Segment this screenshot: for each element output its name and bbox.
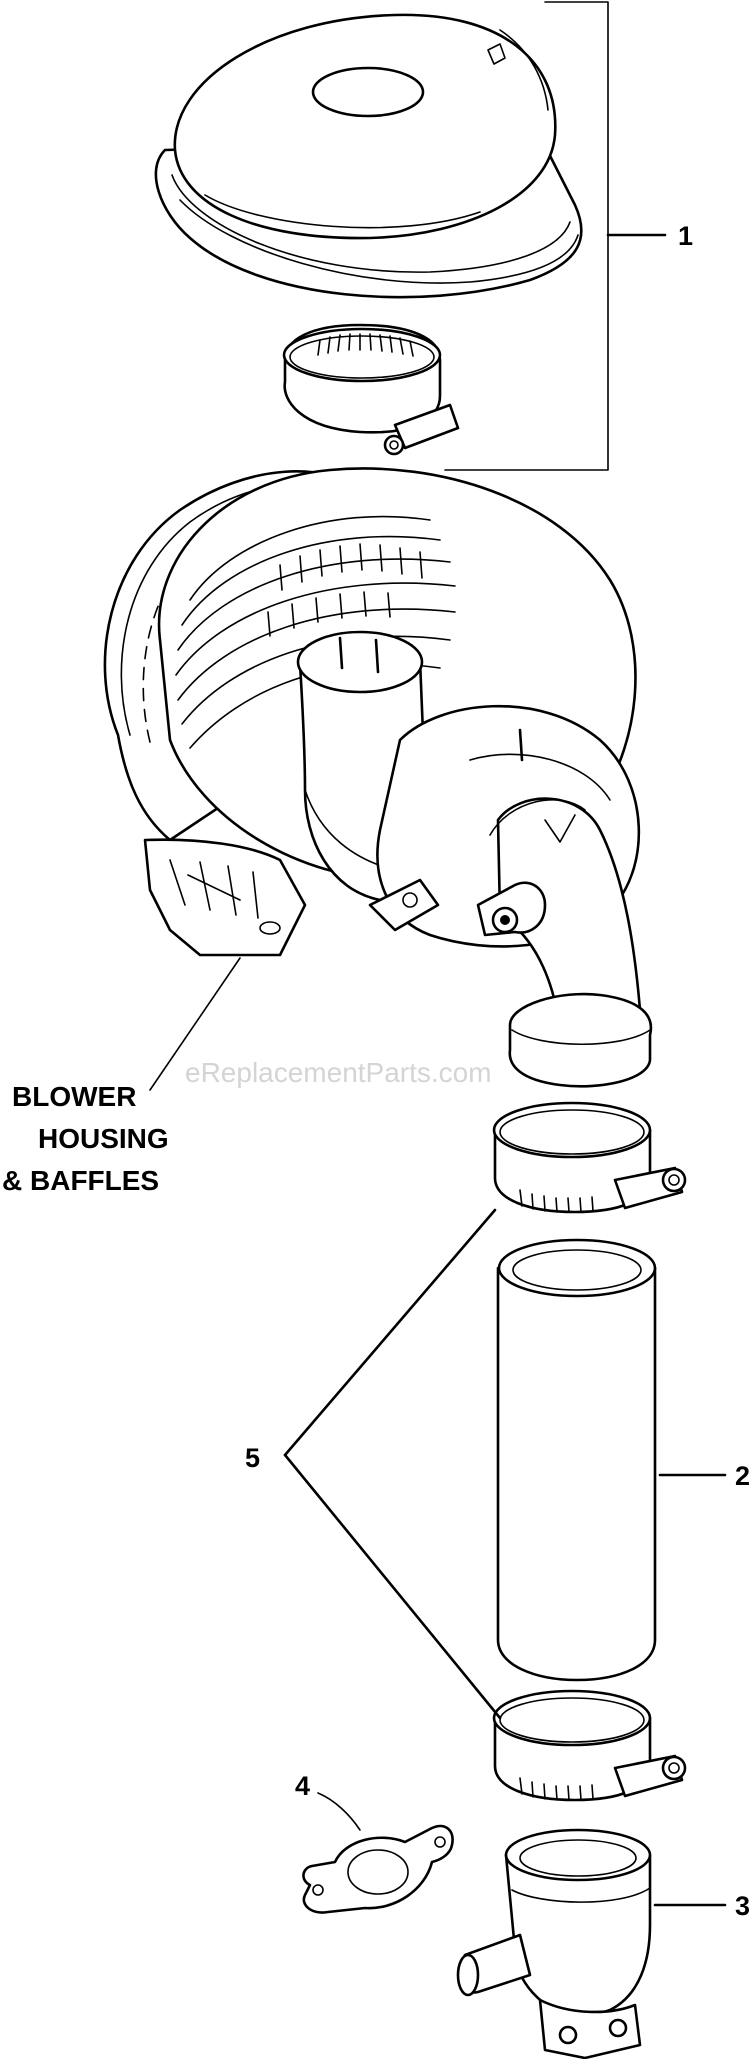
blower-caption-line1: BLOWER (12, 1081, 136, 1112)
lower-hose-clamp (492, 1689, 687, 1802)
blower-caption-line3: & BAFFLES (2, 1165, 159, 1196)
blower-leader-line (149, 957, 241, 1091)
gasket (302, 1824, 454, 1914)
callout-4-leader (317, 1792, 361, 1831)
watermark: eReplacementParts.com (185, 1057, 492, 1088)
air-cleaner-cover (154, 13, 583, 299)
adapter-elbow (456, 1828, 652, 2059)
callout-2: 2 (735, 1461, 750, 1491)
air-hose (496, 1238, 657, 1682)
callout-5-leaders (283, 1208, 502, 1720)
callout-1: 1 (678, 221, 693, 251)
cover-hose-clamp (282, 323, 460, 456)
callout-4: 4 (295, 1771, 310, 1801)
upper-hose-clamp (492, 1101, 687, 1214)
blower-caption: BLOWER HOUSING & BAFFLES (2, 1081, 169, 1196)
blower-housing (103, 467, 653, 1088)
callout-3: 3 (735, 1891, 750, 1921)
callout-1-bracket (444, 1, 667, 471)
callout-5: 5 (245, 1443, 260, 1473)
blower-caption-line2: HOUSING (38, 1123, 169, 1154)
